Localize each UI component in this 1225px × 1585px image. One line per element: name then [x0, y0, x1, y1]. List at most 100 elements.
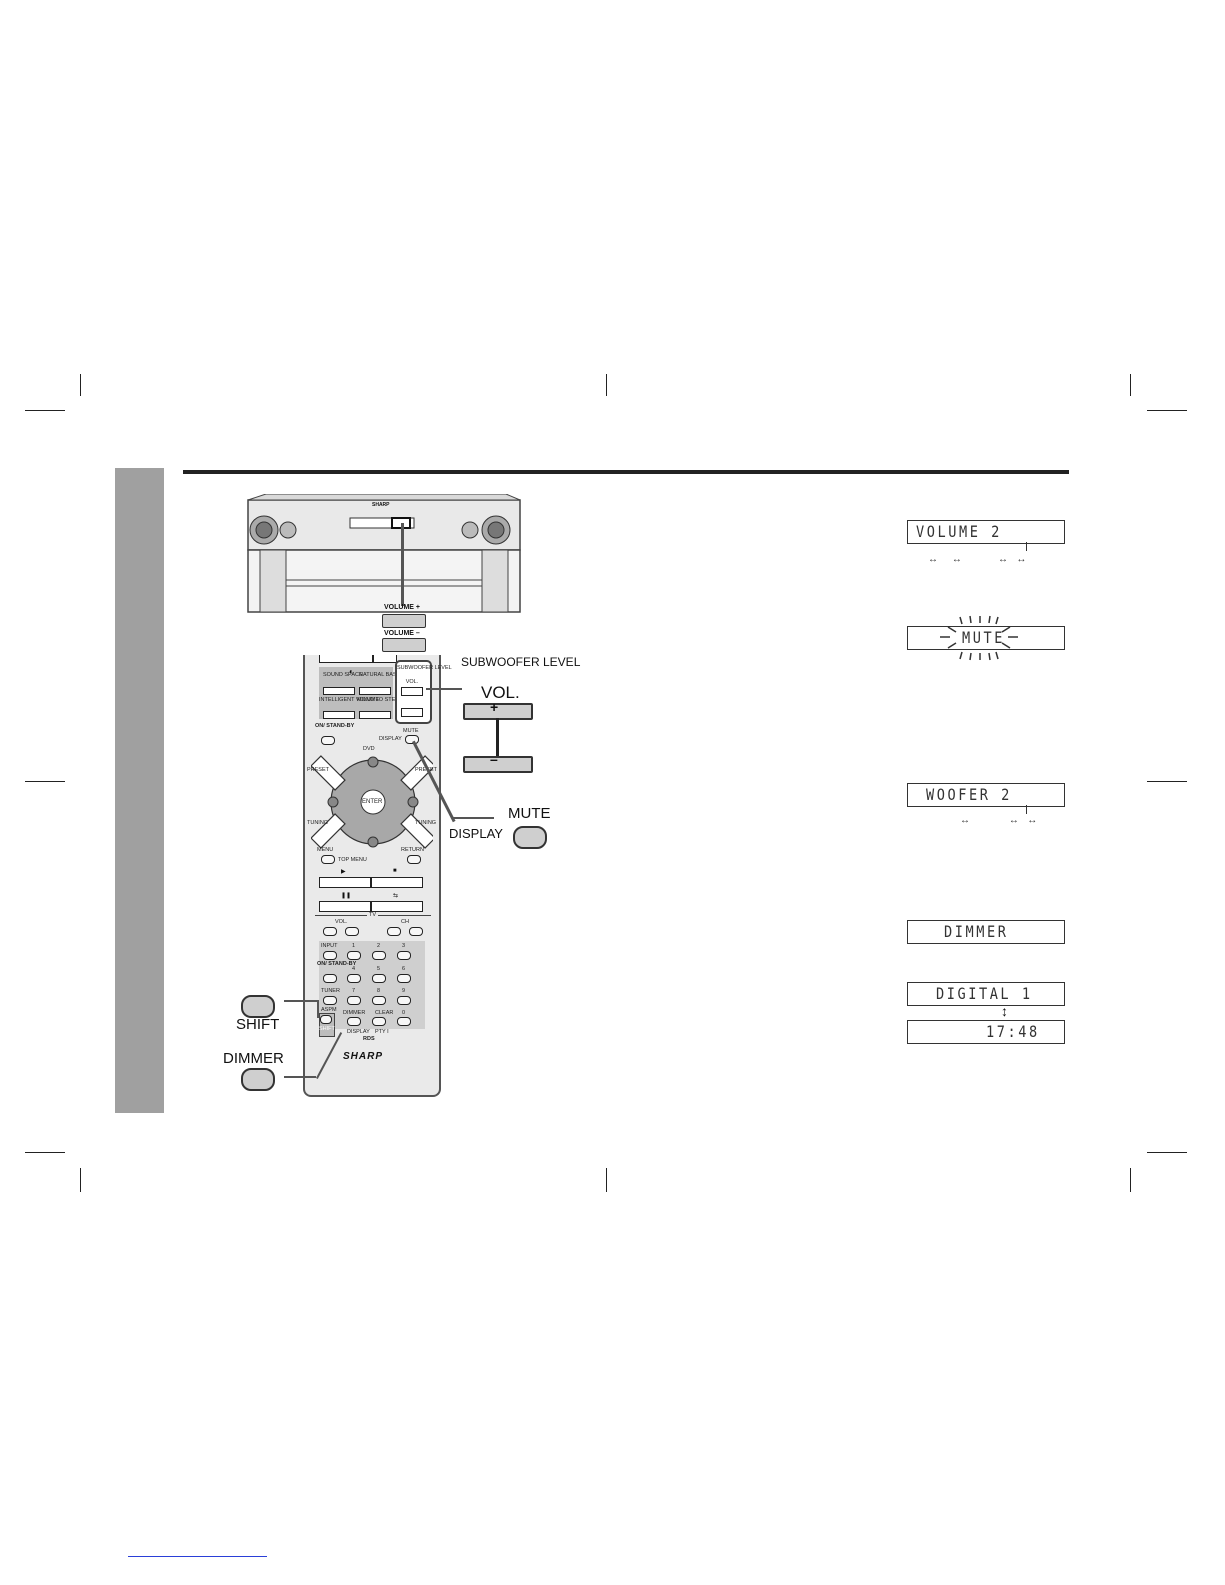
direction-pad — [311, 755, 433, 849]
crop-mark — [606, 1168, 607, 1192]
crop-mark — [25, 410, 65, 411]
volume-down-button[interactable] — [382, 638, 426, 652]
volume-up-button[interactable] — [382, 614, 426, 628]
digit-8-label: 8 — [377, 988, 381, 994]
digit-3-button[interactable] — [397, 951, 411, 960]
volume-down-label: VOLUME – — [384, 630, 420, 637]
stop-icon: ■ — [393, 868, 397, 874]
mute-lead-line-h — [452, 817, 494, 819]
on-standby-label: ON/ STAND-BY — [315, 723, 355, 729]
lcd-mute-text: MUTE — [962, 628, 1005, 647]
dvd-label: DVD — [363, 746, 375, 752]
lcd-dimmer: DIMMER — [907, 920, 1065, 944]
remote-top-button[interactable] — [373, 655, 397, 663]
play-icon: ▶ — [341, 869, 346, 875]
display-rds-label: DISPLAY — [347, 1029, 370, 1035]
tuning-right-label: TUNING — [415, 820, 437, 826]
digit-0-button[interactable] — [397, 1017, 411, 1026]
digit-9-button[interactable] — [397, 996, 411, 1005]
vol-minus-sign: – — [490, 751, 498, 767]
dimmer-small-label: DIMMER — [343, 1010, 366, 1016]
crop-mark — [1130, 1168, 1131, 1192]
mute-callout-button[interactable] — [513, 826, 547, 849]
dimmer-callout-button[interactable] — [241, 1068, 275, 1091]
vol-plus-sign: + — [490, 699, 499, 715]
play-button[interactable] — [319, 877, 371, 888]
lcd-woofer-text: WOOFER 2 — [926, 785, 1012, 804]
digit-8-button[interactable] — [372, 996, 386, 1005]
digit-4-button[interactable] — [347, 974, 361, 983]
menu-button[interactable] — [321, 855, 335, 864]
subwoofer-lead-line — [426, 688, 462, 690]
footer-link-underline[interactable] — [128, 1556, 267, 1557]
return-label: RETURN — [401, 847, 424, 853]
intelligent-volume-button[interactable] — [323, 711, 355, 719]
lcd-volume-arrows: ↔ ↔ ↔ ↔ — [928, 554, 1027, 565]
pause-button[interactable] — [319, 901, 371, 912]
lcd-dimmer-text: DIMMER — [944, 922, 1009, 941]
tv-vol-minus-button[interactable] — [323, 927, 337, 936]
crop-mark — [606, 374, 607, 396]
digit-2-button[interactable] — [372, 951, 386, 960]
digit-5-button[interactable] — [372, 974, 386, 983]
sound-space-button[interactable] — [323, 687, 355, 695]
digit-1-label: 1 — [352, 943, 356, 949]
volume-up-label: VOLUME + — [384, 604, 420, 611]
crop-mark — [1147, 1152, 1187, 1153]
mute-small-label: MUTE — [403, 728, 419, 734]
toggle-arrow-icon: ↕ — [1001, 1003, 1008, 1019]
on-standby-2-label: ON/ STAND-BY — [317, 961, 357, 967]
mute-blink-icon — [940, 615, 1018, 661]
tv-vol-plus-button[interactable] — [345, 927, 359, 936]
main-unit-illustration: SHARP — [246, 493, 524, 614]
tv-ch-down-button[interactable] — [387, 927, 401, 936]
clear-button[interactable] — [372, 1017, 386, 1026]
subwoofer-vol-minus-button[interactable] — [401, 708, 423, 717]
digit-6-label: 6 — [402, 966, 406, 972]
dimmer-lead-line — [284, 1076, 316, 1078]
intelligent-volume-label: INTELLIGENT VOLUME — [319, 697, 380, 703]
tuner-button[interactable] — [323, 996, 337, 1005]
input-button[interactable] — [323, 951, 337, 960]
shift-small-label: SHIFT — [319, 1026, 335, 1032]
tv-power-button[interactable] — [323, 974, 337, 983]
digit-7-label: 7 — [352, 988, 356, 994]
crop-mark — [80, 1168, 81, 1192]
digit-1-button[interactable] — [347, 951, 361, 960]
vol-small-label: VOL. — [405, 679, 419, 685]
lcd-time-text: 17:48 — [986, 1022, 1040, 1041]
crop-mark — [25, 781, 65, 782]
subwoofer-level-callout: SUBWOOFER LEVEL — [461, 655, 581, 669]
subwoofer-vol-plus-button[interactable] — [401, 687, 423, 696]
digit-9-label: 9 — [402, 988, 406, 994]
digit-4-label: 4 — [352, 966, 356, 972]
display-small-label: DISPLAY — [379, 736, 402, 742]
vol-connector — [496, 718, 499, 758]
shift-button[interactable] — [320, 1015, 332, 1024]
digit-2-label: 2 — [377, 943, 381, 949]
remote-top-button[interactable] — [319, 655, 373, 663]
crop-mark — [25, 1152, 65, 1153]
repeat-button[interactable] — [371, 901, 423, 912]
display-callout: DISPLAY — [449, 826, 503, 841]
menu-label: MENU — [317, 847, 334, 853]
main-unit-drawing — [247, 493, 521, 613]
stop-button[interactable] — [371, 877, 423, 888]
section-sidebar — [115, 468, 164, 1113]
shift-callout-button[interactable] — [241, 995, 275, 1018]
digit-6-button[interactable] — [397, 974, 411, 983]
mono-to-stereo-button[interactable] — [359, 711, 391, 719]
shift-lead-line — [284, 1000, 318, 1002]
return-button[interactable] — [407, 855, 421, 864]
subwoofer-vol-minus-callout-button[interactable] — [463, 756, 533, 773]
on-standby-button[interactable] — [321, 736, 335, 745]
header-rule — [183, 470, 1069, 474]
digit-7-button[interactable] — [347, 996, 361, 1005]
lcd-woofer-tick — [1026, 805, 1027, 814]
natural-bass-button[interactable] — [359, 687, 391, 695]
dimmer-button[interactable] — [347, 1017, 361, 1026]
tv-ch-up-button[interactable] — [409, 927, 423, 936]
remote-control: SOUND SPACE NATURAL BASS ◐ INTELLIGENT V… — [303, 655, 452, 1097]
pause-icon: ❚❚ — [341, 893, 352, 899]
lcd-volume: VOLUME 2 — [907, 520, 1065, 544]
